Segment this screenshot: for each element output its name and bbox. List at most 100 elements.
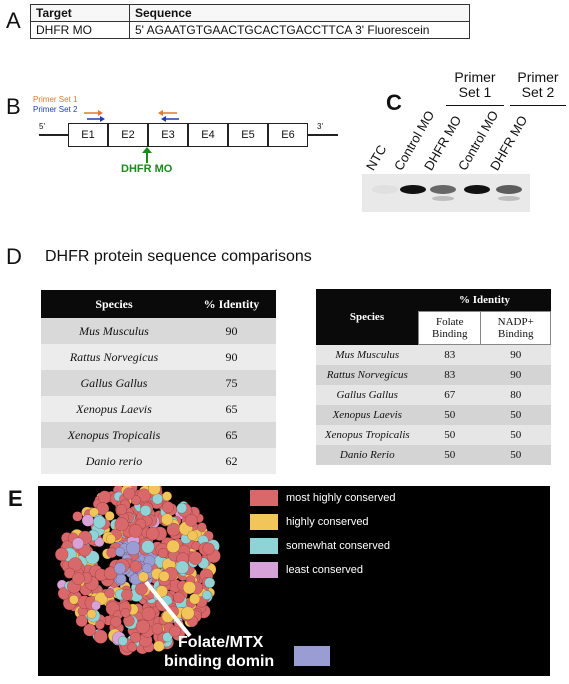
species-cell: Danio rerio xyxy=(85,453,143,468)
atom-sphere xyxy=(176,502,188,514)
primer-set-1-underline xyxy=(446,105,504,106)
table-row: Xenopus Laevis 65 xyxy=(41,396,276,422)
atom-sphere xyxy=(94,537,105,548)
legend-swatch xyxy=(250,562,278,578)
exon-box: E2 xyxy=(108,123,148,147)
primer-set-1-reverse-arrow xyxy=(158,110,177,116)
folate-cell: 50 xyxy=(444,409,456,421)
atom-sphere xyxy=(136,488,151,503)
atom-sphere xyxy=(188,551,203,565)
gel-faint-band xyxy=(498,196,520,201)
five-prime-end: 5' xyxy=(39,122,45,131)
nadp-cell: 50 xyxy=(510,429,522,441)
species-cell: Rattus Norvegicus xyxy=(69,349,159,364)
identity-cell: 65 xyxy=(225,427,238,442)
species-cell: Gallus Gallus xyxy=(80,375,148,390)
primer-set-2-reverse-arrow xyxy=(161,116,179,122)
comparison-title: DHFR protein sequence comparisons xyxy=(45,248,312,265)
atom-sphere xyxy=(89,507,99,518)
atom-sphere xyxy=(127,642,138,653)
sequence-header: Sequence xyxy=(129,4,470,22)
folate-cell: 67 xyxy=(444,389,456,401)
atom-sphere xyxy=(63,567,76,579)
folate-cell: 83 xyxy=(444,349,456,361)
exon-box: E1 xyxy=(68,123,108,147)
mo-arrow-icon xyxy=(142,147,152,163)
primer-set-1-forward-arrow xyxy=(84,110,103,116)
atom-sphere xyxy=(161,501,175,514)
target-cell: DHFR MO xyxy=(30,21,130,39)
species-cell: Mus Musculus xyxy=(335,348,400,361)
exon-box: E6 xyxy=(268,123,308,147)
atom-sphere xyxy=(113,562,126,575)
atom-sphere xyxy=(166,539,180,554)
atom-sphere xyxy=(184,513,198,527)
domain-color-swatch xyxy=(294,646,330,666)
legend-label: least conserved xyxy=(286,564,364,576)
primer-arrows xyxy=(84,110,179,122)
gel-band xyxy=(430,185,456,194)
primer-set-1-column-head: Primer Set 1 xyxy=(454,69,496,100)
panel-label-e: E xyxy=(8,486,23,511)
species-cell: Xenopus Laevis xyxy=(76,401,152,416)
atom-sphere xyxy=(147,486,161,496)
three-prime-end: 3' xyxy=(317,122,323,131)
binding-species-header: Species xyxy=(316,289,419,345)
species-cell: Mus Musculus xyxy=(79,323,149,338)
binding-identity-header: % Identity xyxy=(418,289,551,312)
atom-sphere xyxy=(98,490,112,504)
species-cell: Rattus Norvegicus xyxy=(326,369,408,381)
atom-sphere xyxy=(95,619,105,630)
atom-sphere xyxy=(92,515,107,529)
gel-band xyxy=(372,185,398,194)
species-cell: Xenopus Tropicalis xyxy=(324,429,410,441)
atom-sphere xyxy=(197,522,207,532)
panel-label-d: D xyxy=(6,244,22,269)
atom-sphere xyxy=(162,491,173,502)
nadp-cell: 90 xyxy=(510,369,522,381)
domain-label-line-1: Folate/MTX xyxy=(178,634,264,651)
atom-sphere xyxy=(161,513,174,526)
exon-box: E4 xyxy=(188,123,228,147)
atom-sphere xyxy=(72,511,83,522)
atom-sphere xyxy=(115,573,127,585)
primer-set-1-label: Primer Set 1 xyxy=(33,95,78,104)
atom-sphere xyxy=(153,640,165,652)
atom-sphere xyxy=(75,614,88,627)
atom-sphere xyxy=(68,557,83,572)
identity-cell: 75 xyxy=(225,375,238,390)
exon-box: E3 xyxy=(148,123,188,147)
atom-sphere xyxy=(110,616,122,628)
sequence-cell: 5' AGAATGTGAACTGCACTGACCTTCA 3' Fluoresc… xyxy=(129,21,470,39)
primer-set-2-column-head: Primer Set 2 xyxy=(517,69,559,100)
panel-label-c: C xyxy=(386,90,402,115)
binding-table-subheader: Folate Binding NADP+ Binding xyxy=(316,311,551,345)
table-row: Gallus Gallus 75 xyxy=(41,370,276,396)
folate-cell: 50 xyxy=(444,429,456,441)
target-header: Target xyxy=(30,4,130,22)
table-row: Rattus Norvegicus 83 90 xyxy=(316,365,551,385)
identity-cell: 65 xyxy=(225,401,238,416)
atom-sphere xyxy=(169,625,181,638)
morpholino-table-header: Target Sequence xyxy=(30,4,470,22)
folate-cell: 83 xyxy=(444,369,456,381)
atom-sphere xyxy=(114,546,125,557)
panel-label-a: A xyxy=(6,8,21,33)
gel-image xyxy=(362,174,530,212)
atom-sphere xyxy=(157,547,169,559)
atom-sphere xyxy=(126,540,141,556)
atom-sphere xyxy=(173,591,185,604)
atom-sphere xyxy=(86,609,97,619)
atom-sphere xyxy=(81,514,95,527)
identity-cell: 62 xyxy=(225,453,238,468)
mo-label: DHFR MO xyxy=(121,163,173,175)
atom-sphere xyxy=(129,560,143,573)
atom-sphere xyxy=(142,563,153,574)
binding-identity-table: Species % Identity Folate Binding NADP+ … xyxy=(316,289,551,465)
atom-sphere xyxy=(54,547,69,562)
nadp-cell: 80 xyxy=(510,389,522,401)
